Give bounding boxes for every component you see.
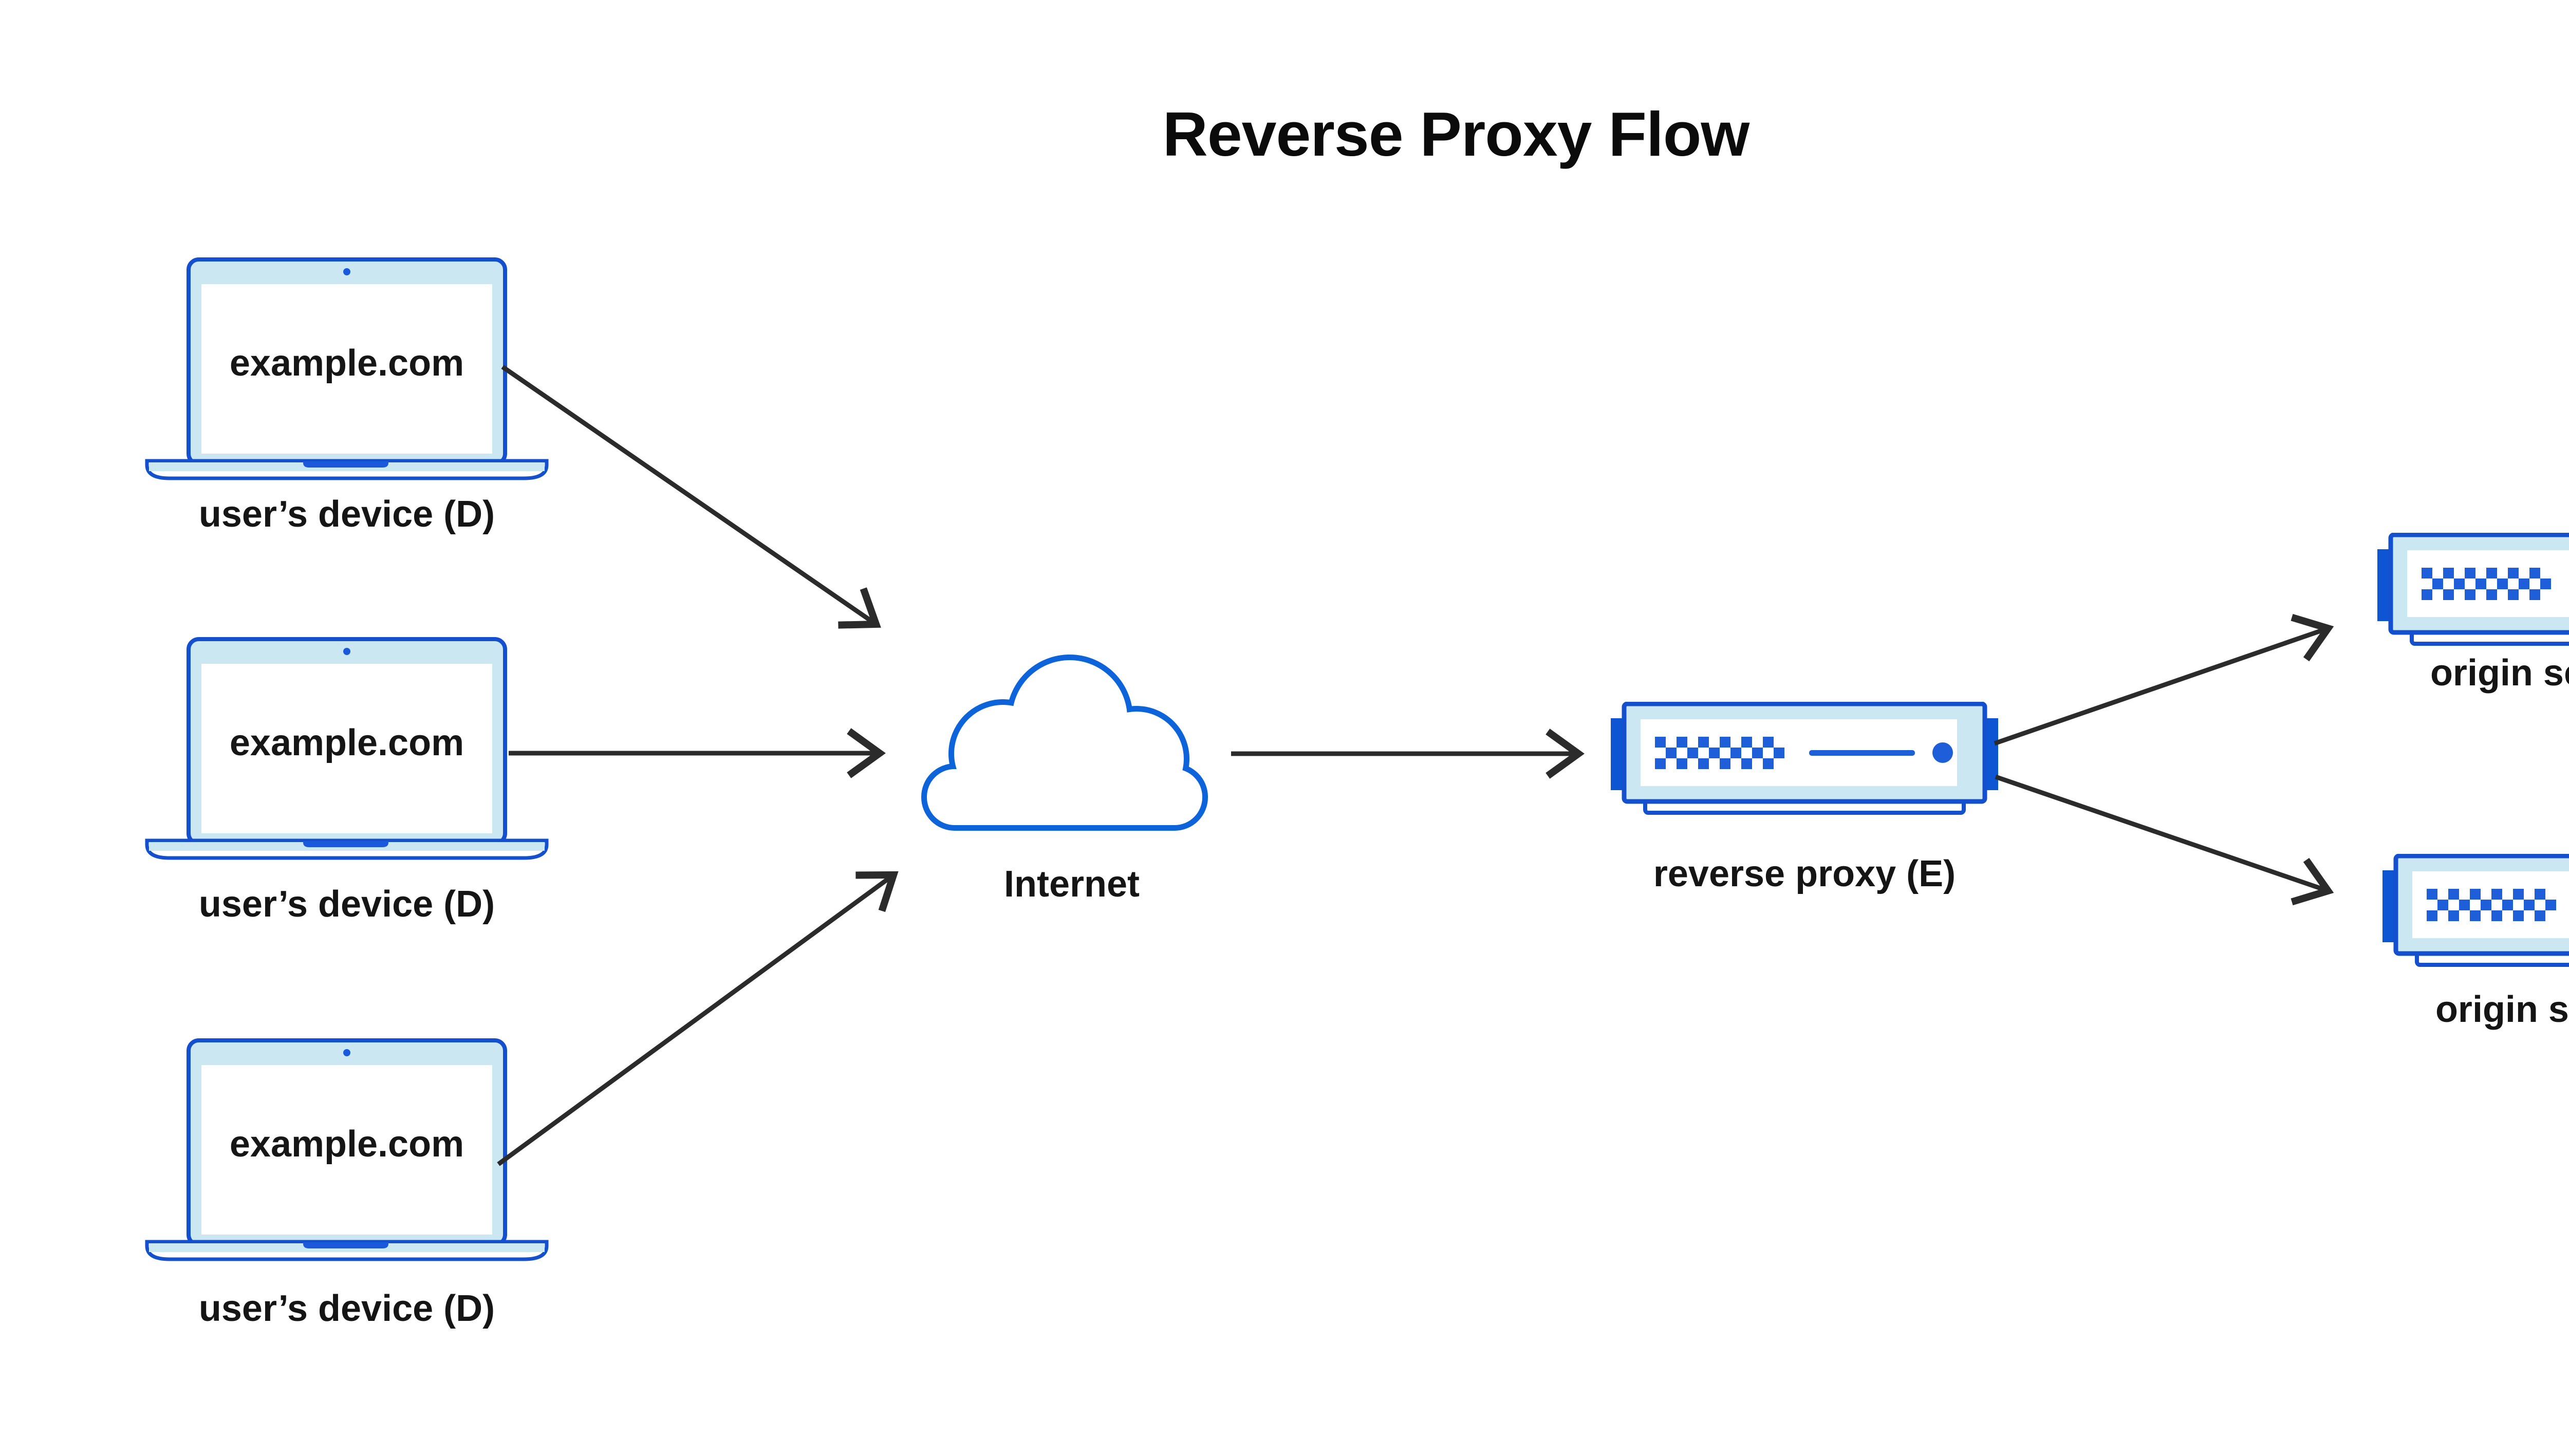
origin-server-node-1 — [2377, 533, 2569, 648]
server-icon — [1611, 702, 1998, 815]
origin-server-label-1: origin server (F) — [2430, 652, 2569, 694]
laptop-screen — [201, 664, 492, 833]
laptop-icon: example.com — [145, 637, 549, 860]
webcam-dot-icon — [343, 1049, 350, 1056]
webcam-dot-icon — [343, 268, 350, 275]
cloud-icon — [921, 655, 1208, 831]
arrow-device1-to-internet — [501, 365, 881, 629]
server-icon — [2377, 533, 2569, 646]
laptop-icon: example.com — [145, 257, 549, 480]
arrow-device3-to-internet — [497, 871, 899, 1166]
reverse-proxy-label: reverse proxy (E) — [1653, 853, 1956, 894]
user-device-label-3: user’s device (D) — [198, 1288, 495, 1329]
device-screen-text: example.com — [230, 722, 464, 763]
laptop-notch — [303, 1242, 388, 1248]
server-icon — [2382, 854, 2569, 967]
user-device-label-1: user’s device (D) — [198, 494, 495, 535]
user-device-node-1: example.com — [144, 254, 550, 486]
reverse-proxy-node — [1611, 702, 1998, 817]
arrow-proxy-to-origin2 — [1995, 774, 2334, 906]
device-screen-text: example.com — [230, 1124, 464, 1165]
laptop-screen — [201, 284, 492, 454]
user-device-node-2: example.com — [144, 634, 550, 865]
server-slot-line — [1809, 750, 1915, 756]
server-vent-dots — [2427, 889, 2556, 921]
internet-label: Internet — [1003, 864, 1140, 905]
laptop-icon: example.com — [145, 1038, 549, 1261]
laptop-notch — [303, 461, 388, 468]
origin-server-label-2: origin server (F) — [2435, 989, 2569, 1030]
origin-server-node-2 — [2382, 854, 2569, 969]
server-vent-dots — [2422, 568, 2551, 600]
laptop-screen — [201, 1065, 492, 1235]
laptop-notch — [303, 841, 388, 847]
user-device-label-2: user’s device (D) — [198, 884, 495, 925]
user-device-node-3: example.com — [144, 1035, 550, 1266]
arrow-proxy-to-origin1 — [1994, 614, 2334, 746]
server-vent-dots — [1655, 737, 1784, 769]
webcam-dot-icon — [343, 648, 350, 655]
server-power-dot — [1932, 742, 1953, 763]
internet-node — [916, 648, 1214, 833]
diagram-title: Reverse Proxy Flow — [1162, 99, 1750, 169]
device-screen-text: example.com — [230, 343, 464, 384]
